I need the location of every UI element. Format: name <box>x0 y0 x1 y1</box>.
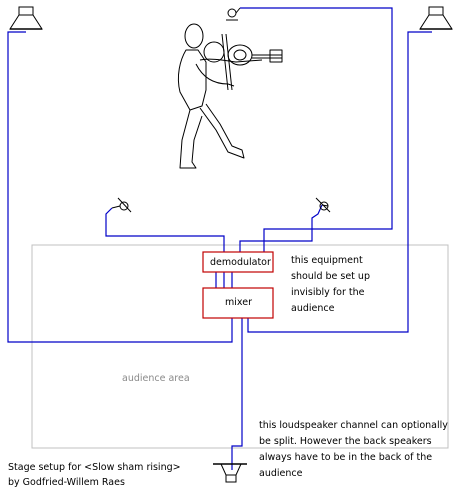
demodulator-label: demodulator <box>210 257 271 268</box>
equipment-note-line-2: should be set up <box>291 271 370 282</box>
caption-title: Stage setup for <Slow sham rising> <box>8 462 181 473</box>
wire-right-microphone <box>239 204 323 252</box>
wire-left-speaker <box>7 31 233 343</box>
mixer-box <box>202 287 274 319</box>
wiring <box>7 7 432 470</box>
equipment-note-line-1: this equipment <box>291 255 363 266</box>
wire-left-microphone <box>105 207 225 252</box>
wire-right-speaker <box>247 31 432 333</box>
microphone-left-icon <box>111 197 132 213</box>
wire-back-speaker <box>231 318 243 470</box>
loudspeaker-note-line-2: be split. However the back speakers <box>259 436 432 447</box>
audience-area-label: audience area <box>122 373 190 384</box>
loudspeaker-left-icon <box>9 6 43 30</box>
loudspeaker-note-line-1: this loudspeaker channel can optionally <box>259 420 448 431</box>
wire-top-microphone <box>240 7 393 252</box>
demodulator-box <box>202 251 274 273</box>
microphone-top-icon <box>226 7 241 21</box>
loudspeaker-note-line-4: audience <box>259 468 303 479</box>
mixer-label: mixer <box>225 297 252 308</box>
loudspeaker-right-icon <box>419 6 453 30</box>
microphone-right-icon <box>315 197 331 213</box>
caption-author: by Godfried-Willem Raes <box>8 477 125 488</box>
loudspeaker-back-icon <box>213 463 247 483</box>
violinist-figure-icon <box>177 23 283 169</box>
equipment-note-line-3: invisibly for the <box>291 287 365 298</box>
audience-area-outline <box>31 244 449 449</box>
equipment-note-line-4: audience <box>291 303 335 314</box>
loudspeaker-note-line-3: always have to be in the back of the <box>259 452 433 463</box>
